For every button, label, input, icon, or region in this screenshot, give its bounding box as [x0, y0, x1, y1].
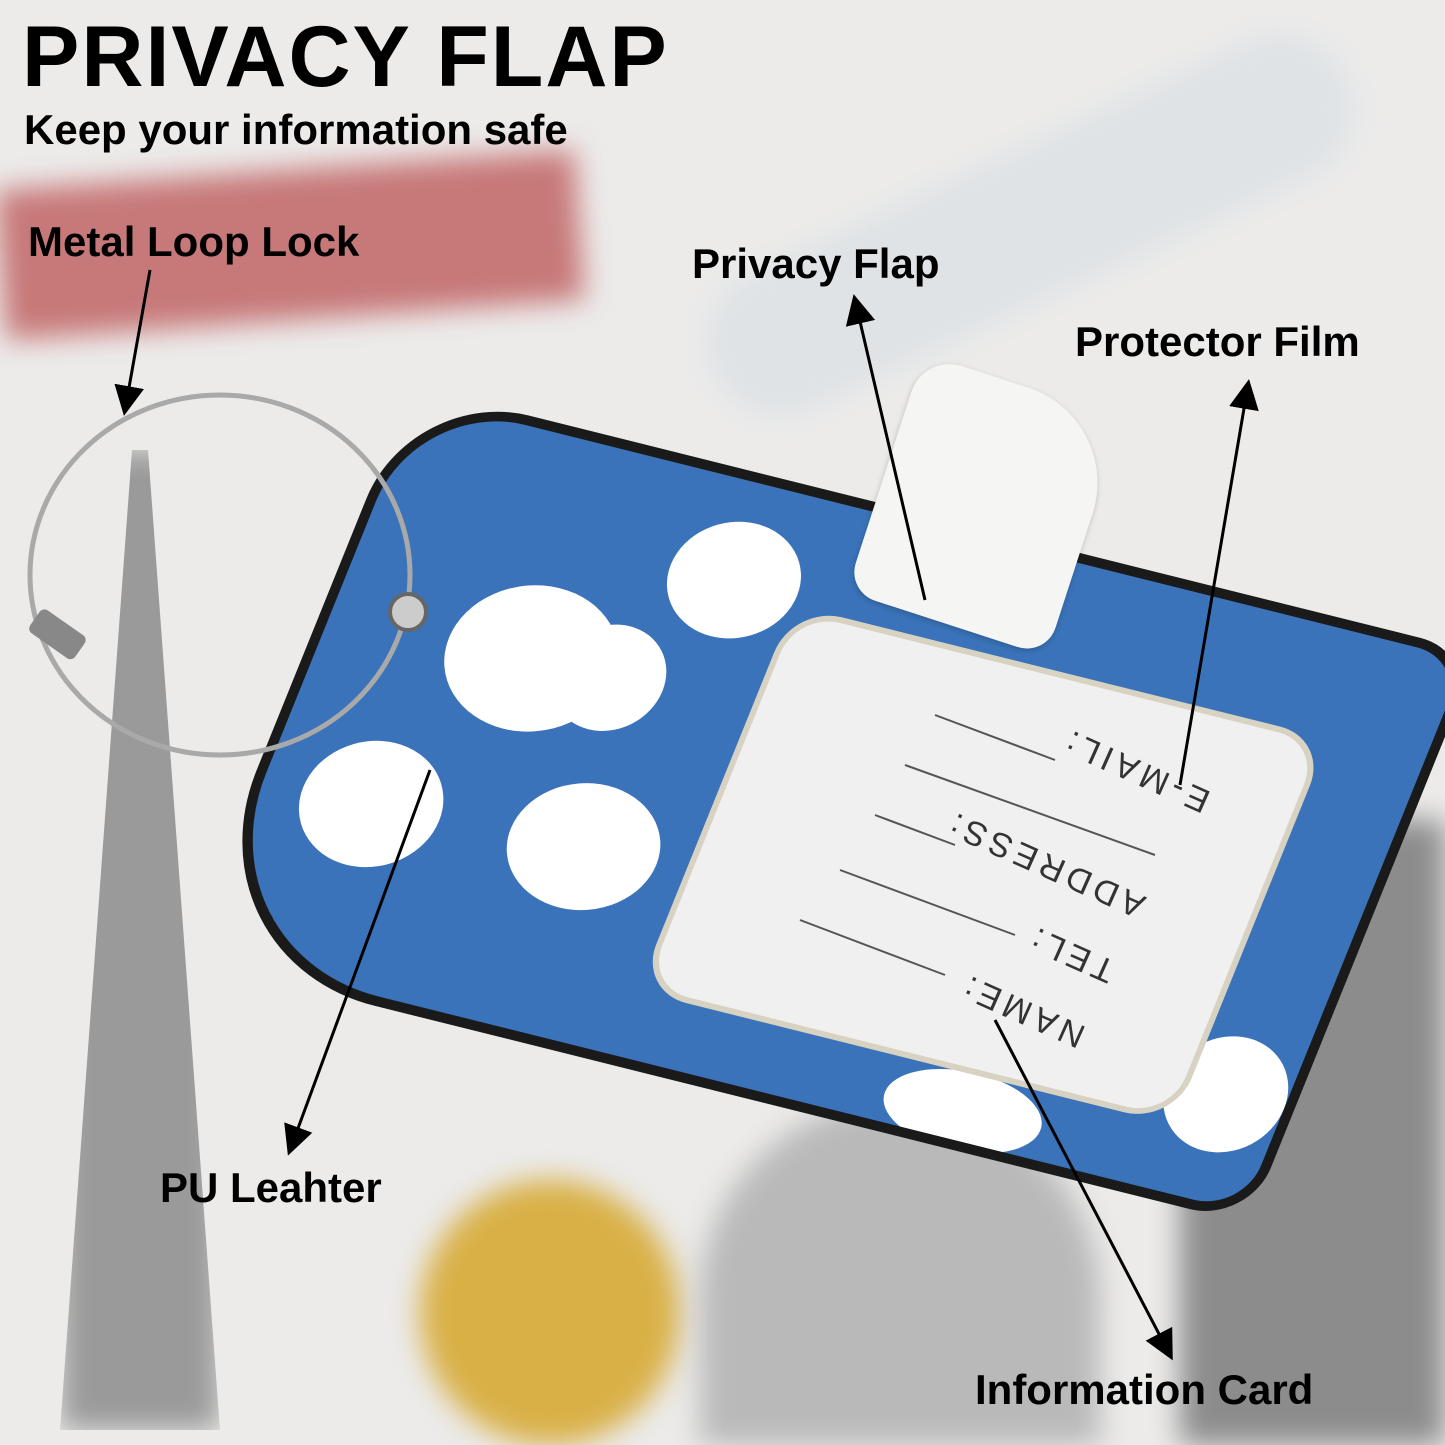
arrow-metal-loop	[114, 269, 152, 416]
loop-screw-lock	[29, 609, 86, 660]
callout-protector-film: Protector Film	[1075, 318, 1360, 365]
callout-information-card: Information Card	[975, 1366, 1314, 1413]
callout-metal-loop-lock: Metal Loop Lock	[28, 218, 360, 265]
eyelet	[388, 592, 428, 632]
callout-privacy-flap: Privacy Flap	[692, 240, 940, 287]
arrow-protector-film	[1178, 379, 1259, 786]
arrow-pu-leather	[284, 769, 432, 1156]
card-write-lines	[799, 714, 1156, 976]
arrow-privacy-flap	[845, 294, 927, 601]
arrow-information-card	[993, 1019, 1173, 1361]
page-subtitle: Keep your information safe	[24, 106, 568, 153]
page-title: PRIVACY FLAP	[22, 9, 669, 105]
callout-pu-leather: PU Leahter	[160, 1164, 382, 1211]
background-yellow	[420, 1180, 680, 1445]
metal-loop-ring	[27, 392, 413, 758]
